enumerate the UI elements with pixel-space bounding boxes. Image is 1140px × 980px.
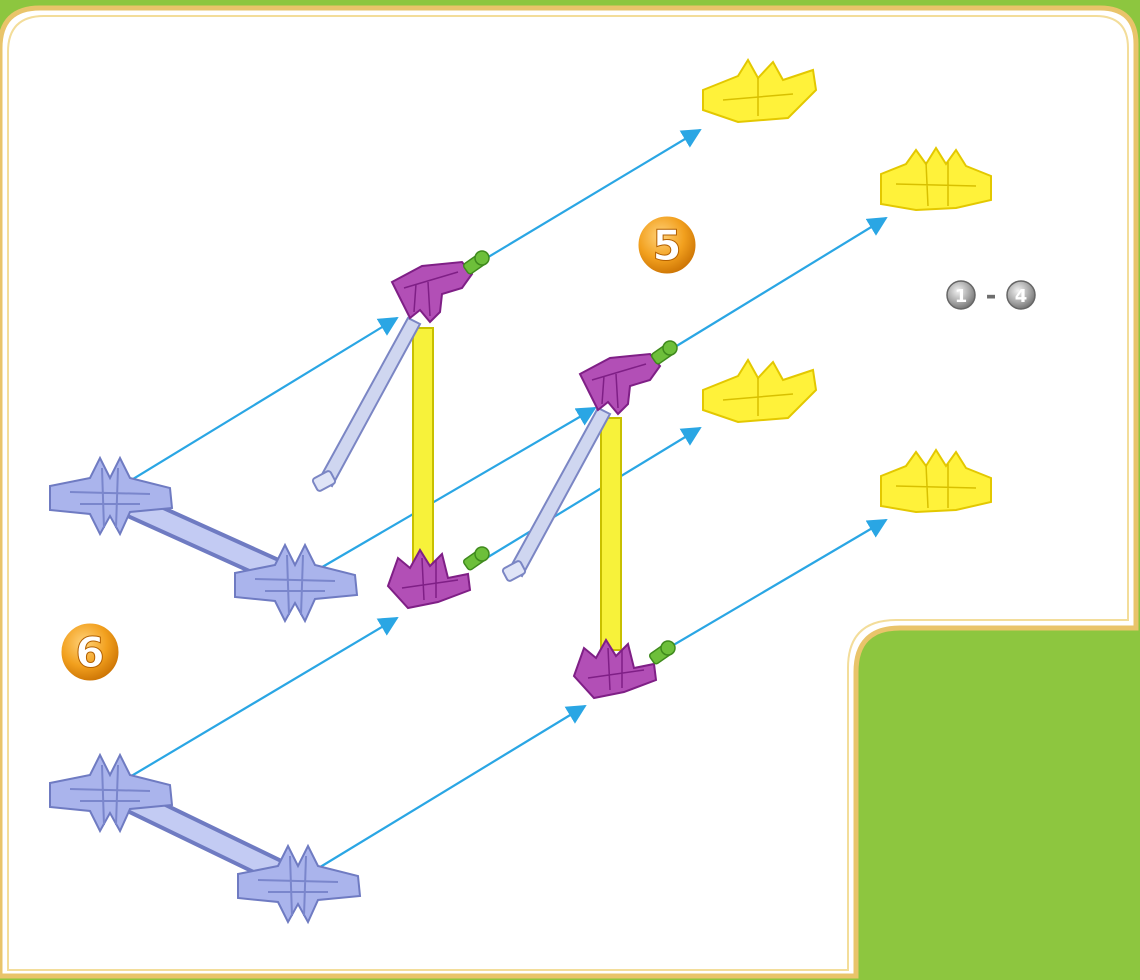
step-5-number: 5	[652, 221, 681, 270]
step-6-number: 6	[75, 628, 104, 677]
range-end: 4	[1015, 286, 1028, 307]
range-separator: -	[986, 281, 997, 311]
step-5-badge: 5	[637, 215, 697, 275]
step-range-reference: 1 - 4	[947, 281, 1035, 311]
step-6-badge: 6	[60, 622, 120, 682]
range-start: 1	[955, 286, 968, 307]
yellow-rod-right	[601, 418, 621, 650]
yellow-rod-left	[413, 328, 433, 566]
